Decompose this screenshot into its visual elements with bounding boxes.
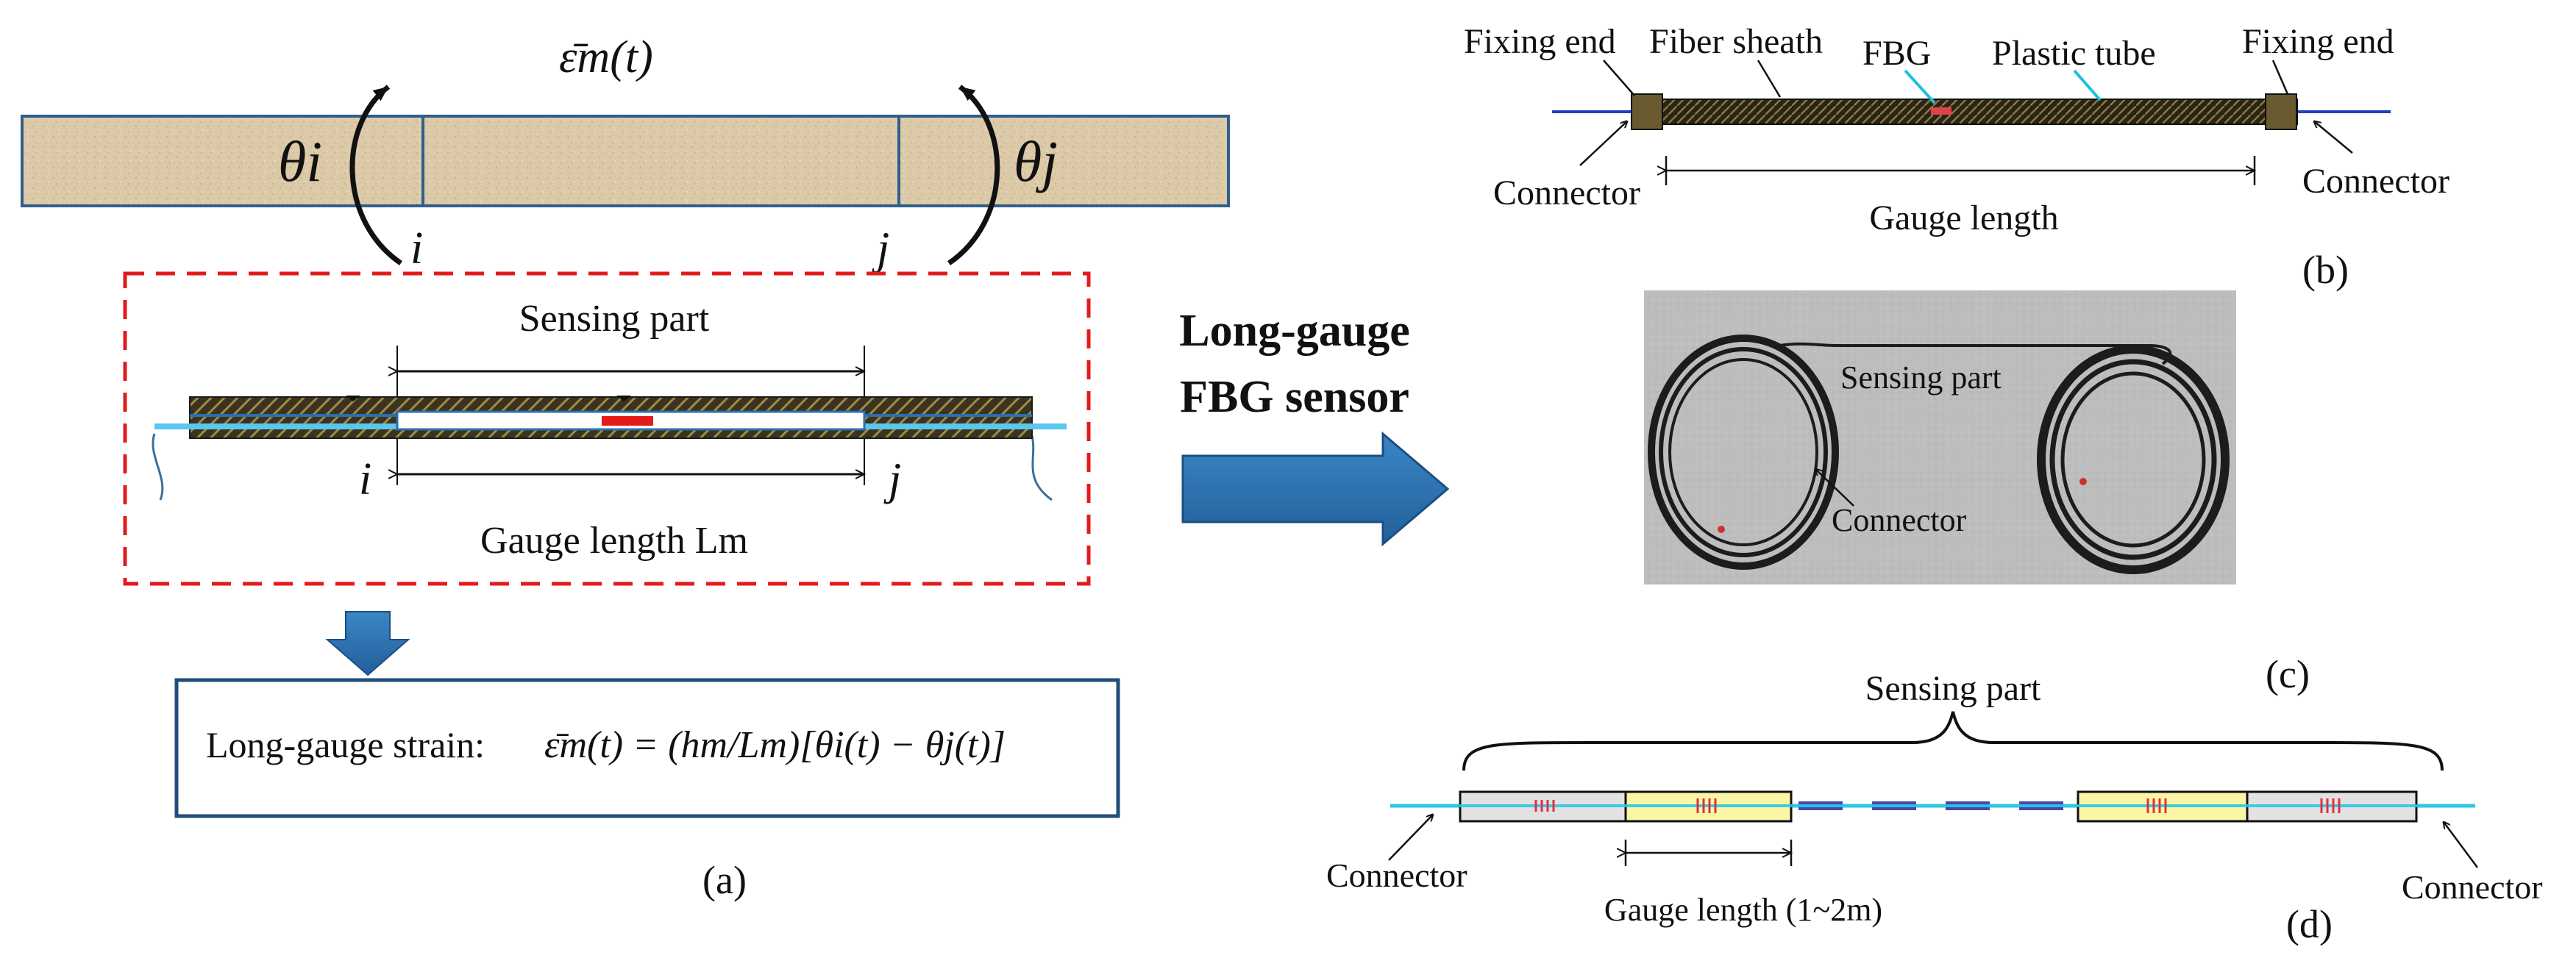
- gauge-length-label-b: Gauge length: [1869, 199, 2058, 237]
- fixing-end-right-block: [2265, 93, 2297, 130]
- panel-b: Fixing end Fiber sheath FBG Plastic tube…: [1464, 22, 2449, 292]
- gauge-length-label-d: Gauge length (1~2m): [1604, 892, 1882, 928]
- caption-c: (c): [2266, 652, 2310, 696]
- rotation-arrow-j-icon: [947, 85, 1000, 265]
- fbg-marker: [1931, 107, 1951, 115]
- beam: [21, 115, 1230, 207]
- connector-leader-right-d: [2444, 822, 2479, 868]
- connector-left-leader: [1579, 121, 1627, 166]
- fixing-end-left-label: Fixing end: [1464, 22, 1616, 61]
- connector-left-label: Connector: [1493, 174, 1640, 212]
- big-right-arrow-icon: [1181, 431, 1450, 547]
- fixing-end-left-leader: [1603, 60, 1635, 96]
- theta-j-label: θj: [1014, 129, 1058, 193]
- photo-marker-right: [2079, 478, 2087, 485]
- sensor-detail-box: [123, 271, 1091, 586]
- formula-label: Long-gauge strain:: [206, 724, 485, 765]
- title-line-1: Long-gauge: [1179, 306, 1409, 356]
- panel-a: ε̄m(t) θi θj i j Sensing part i j Gauge: [21, 32, 1230, 902]
- plastic-tube-label: Plastic tube: [1992, 34, 2156, 73]
- sensor-j-label: j: [883, 454, 901, 504]
- average-strain-label: ε̄m(t): [559, 32, 653, 82]
- coil-left: [1648, 335, 1839, 570]
- fiber-sheath-body: [1631, 99, 2298, 125]
- panel-d: Sensing part Gauge length (1~2m) Connect…: [1326, 669, 2543, 946]
- node-i-label: i: [410, 224, 423, 273]
- fiber-sheath-label: Fiber sheath: [1649, 22, 1823, 61]
- caption-a: (a): [702, 858, 747, 902]
- fixing-end-right-leader: [2271, 60, 2289, 95]
- theta-i-label: θi: [278, 129, 322, 193]
- sensing-part-label: Sensing part: [519, 298, 710, 340]
- connector-label-c: Connector: [1832, 502, 1967, 538]
- caption-b: (b): [2302, 248, 2349, 292]
- transition: Long-gauge FBG sensor: [1179, 306, 1450, 547]
- rotation-arrow-i-icon: [349, 85, 402, 265]
- down-arrow-icon: [325, 611, 410, 676]
- photo-marker-left: [1718, 526, 1725, 533]
- plastic-tube-leader: [2073, 69, 2102, 101]
- sensor-body: [152, 396, 1067, 501]
- connector-right-label-d: Connector: [2402, 868, 2543, 906]
- connector-leader-left-d: [1388, 815, 1433, 861]
- node-j-label: j: [872, 224, 889, 273]
- fixing-end-right-label: Fixing end: [2242, 22, 2394, 61]
- connector-leader-c: [1815, 469, 1854, 507]
- title-line-2: FBG sensor: [1180, 372, 1409, 422]
- connector-right-label: Connector: [2302, 162, 2449, 201]
- strain-formula: ε̄m(t) = (hm/Lm)[θi(t) − θj(t)]: [544, 724, 1006, 766]
- fbg-label: FBG: [1862, 34, 1931, 73]
- connector-left-label-d: Connector: [1326, 857, 1467, 894]
- fixing-end-left-block: [1631, 93, 1663, 130]
- sensor-photo: [1644, 290, 2236, 584]
- sensing-part-label-c: Sensing part: [1840, 360, 2002, 396]
- panel-c: Sensing part Connector (c): [1644, 290, 2310, 696]
- fbg-gratings: [1534, 798, 2341, 813]
- sensor-i-label: i: [359, 454, 371, 504]
- caption-d: (d): [2286, 902, 2333, 946]
- sensing-part-label-d: Sensing part: [1865, 669, 2041, 708]
- fiber-sheath-leader: [1757, 60, 1782, 98]
- gauge-length-label: Gauge length Lm: [480, 520, 748, 562]
- formula-box: [174, 678, 1120, 818]
- sensing-part-brace: [1462, 711, 2444, 771]
- coil-right: [2037, 345, 2230, 574]
- sensing-fiber: [1779, 342, 2172, 365]
- connector-right-leader: [2314, 121, 2353, 154]
- fbg-leader: [1904, 69, 1936, 104]
